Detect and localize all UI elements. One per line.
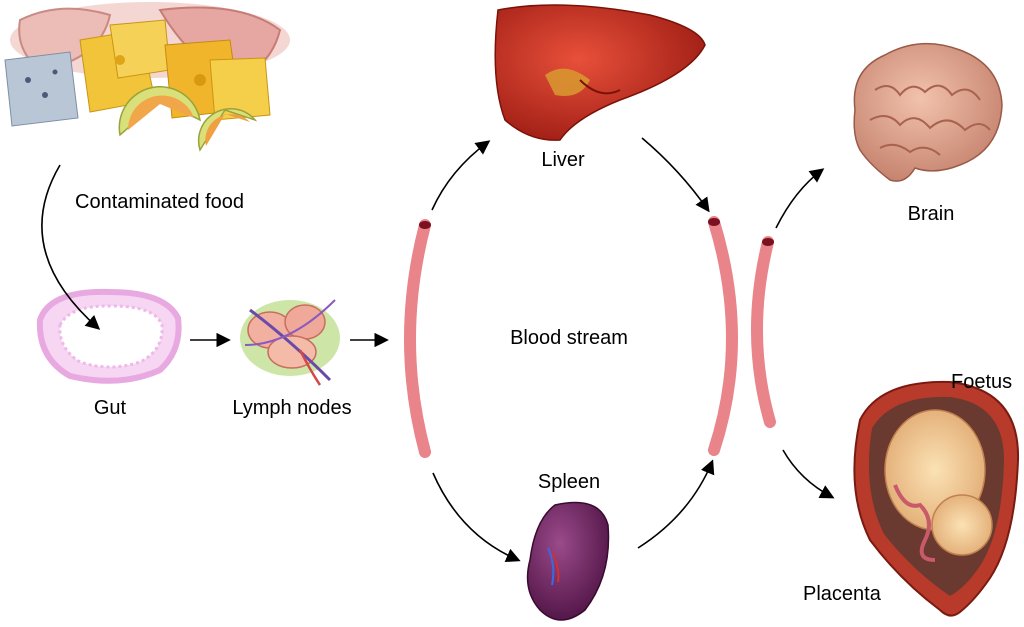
arrow-food-to-gut [41,164,101,330]
blood-vessel-left-bottom-end [419,448,431,456]
label-placenta: Placenta [803,583,881,605]
label-blood-stream: Blood stream [510,327,628,349]
blood-vessel-left [404,219,431,458]
label-liver: Liver [541,149,585,171]
arrow-blood-to-brain [775,168,825,229]
lymph-node-image [240,299,340,386]
arrow-blood-to-spleen [432,472,521,563]
brain-image [853,42,1003,182]
liver-image [494,4,706,141]
blood-vessel-right-top-end [708,218,720,226]
label-lymph-nodes: Lymph nodes [232,397,352,419]
label-brain: Brain [907,203,955,225]
blood-vessel-right [708,216,738,456]
gut-image [36,288,182,384]
blood-vessel-branch-top-end [762,238,774,246]
blood-vessel-left-top-end [419,221,431,229]
uterus-foetus-image [853,380,1020,617]
contaminated-food-image [4,2,290,152]
arrow-spleen-to-blood [637,459,715,549]
blood-vessel-branch [751,236,776,428]
label-spleen: Spleen [537,471,601,493]
spleen-image [526,501,610,621]
label-contaminated-food: Contaminated food [75,191,245,213]
arrow-blood-to-liver [431,140,491,211]
arrow-blood-to-placenta [782,449,835,499]
arrow-liver-to-blood [641,137,710,213]
label-gut: Gut [93,397,127,419]
label-foetus: Foetus [951,371,1013,393]
